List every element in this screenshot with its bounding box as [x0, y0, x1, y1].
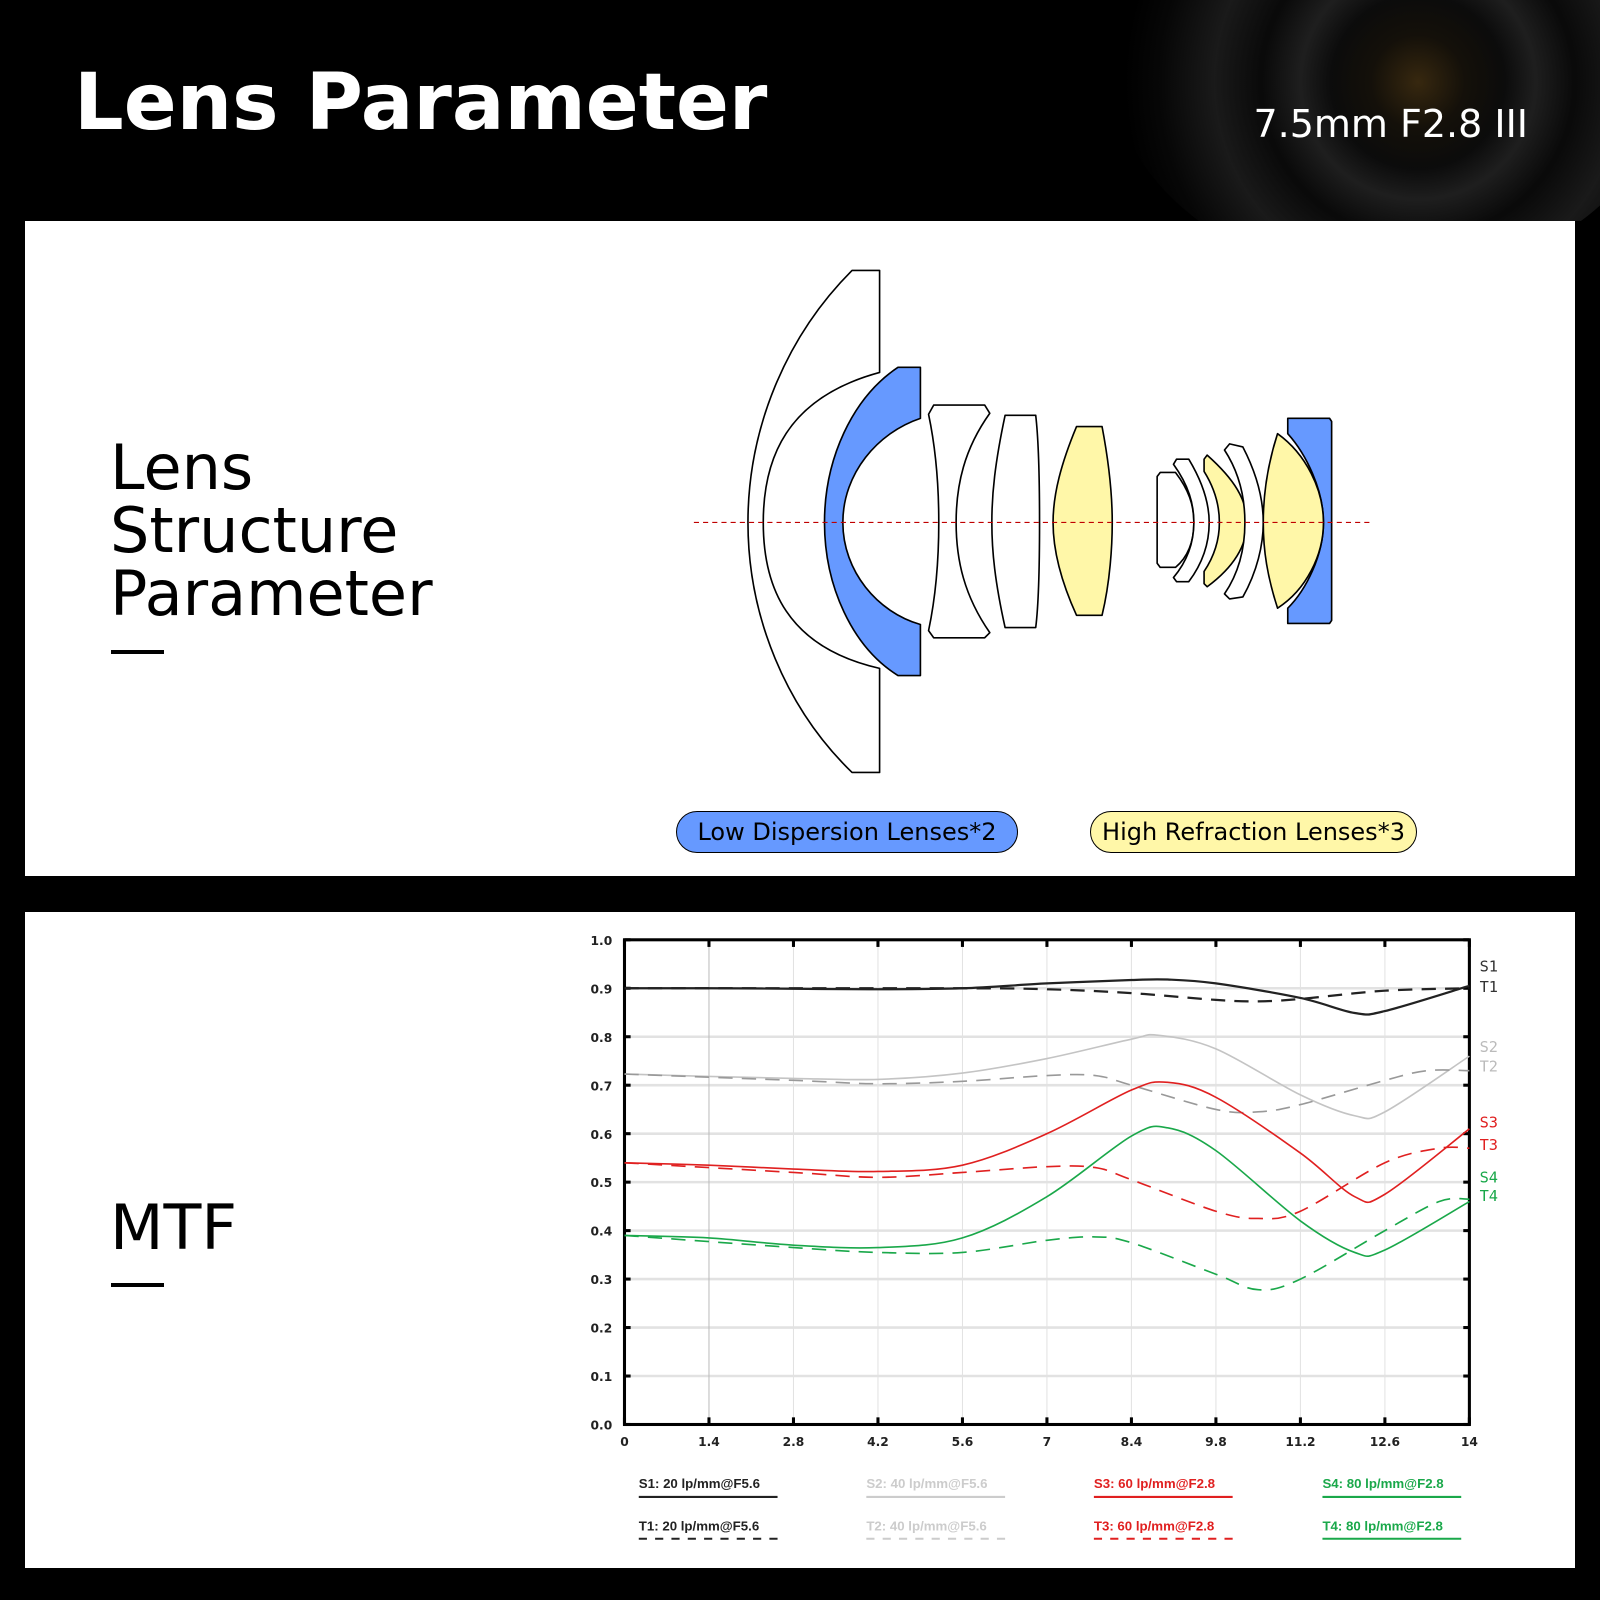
series-end-label: T1	[1480, 978, 1498, 996]
y-tick-label: 0.7	[591, 1079, 613, 1093]
x-tick-label: 14	[1461, 1435, 1478, 1449]
x-tick-label: 8.4	[1121, 1435, 1143, 1449]
lens-element-9	[1223, 443, 1265, 600]
series-line-t1	[624, 987, 1470, 1003]
y-tick-label: 0.9	[591, 982, 613, 996]
x-tick-label: 9.8	[1205, 1435, 1227, 1449]
y-tick-label: 0.2	[591, 1322, 613, 1336]
lens-element-5-high-refraction	[1052, 425, 1114, 617]
y-tick-label: 1.0	[591, 934, 613, 948]
page-title: Lens Parameter	[74, 58, 768, 148]
structure-title-line-1: Lens	[110, 431, 254, 504]
series-end-label: T4	[1480, 1187, 1498, 1205]
y-tick-label: 0.3	[591, 1273, 613, 1287]
x-tick-label: 4.2	[867, 1435, 889, 1449]
structure-underline	[111, 650, 164, 654]
legend-label-s3: S3: 60 lp/mm@F2.8	[1094, 1476, 1215, 1491]
lens-element-10-high-refraction	[1262, 432, 1325, 609]
series-end-label: S2	[1480, 1038, 1498, 1056]
series-line-s2	[624, 1033, 1470, 1120]
x-tick-label: 11.2	[1285, 1435, 1315, 1449]
x-tick-label: 12.6	[1370, 1435, 1400, 1449]
lens-element-7	[1172, 458, 1210, 583]
x-tick-label: 7	[1043, 1435, 1052, 1449]
series-line-s4	[624, 1125, 1470, 1258]
legend-label-t3: T3: 60 lp/mm@F2.8	[1094, 1519, 1214, 1534]
series-end-label: T2	[1480, 1057, 1498, 1075]
legend-label-s1: S1: 20 lp/mm@F5.6	[639, 1476, 760, 1491]
mtf-title: MTF	[110, 1191, 238, 1264]
series-end-label: S1	[1480, 957, 1498, 975]
legend-label-s4: S4: 80 lp/mm@F2.8	[1322, 1476, 1443, 1491]
lens-element-1	[747, 269, 881, 774]
legend-label-s2: S2: 40 lp/mm@F5.6	[866, 1476, 987, 1491]
x-tick-label: 5.6	[952, 1435, 974, 1449]
y-tick-label: 0.4	[591, 1225, 613, 1239]
legend-label-t2: T2: 40 lp/mm@F5.6	[866, 1519, 986, 1534]
lens-element-3	[927, 404, 991, 639]
series-line-t2	[624, 1069, 1470, 1114]
lens-element-2-low-dispersion	[823, 366, 922, 677]
lens-model: 7.5mm F2.8 III	[1253, 102, 1528, 146]
plot-frame	[622, 938, 1471, 1427]
header: Lens Parameter 7.5mm F2.8 III	[0, 0, 1600, 221]
y-tick-label: 0.1	[591, 1370, 613, 1384]
mtf-underline	[111, 1283, 164, 1287]
series-line-t4	[624, 1197, 1470, 1291]
low-dispersion-legend: Low Dispersion Lenses*2	[676, 811, 1018, 853]
structure-title-line-2: Structure	[110, 494, 399, 567]
x-tick-label: 0	[620, 1435, 629, 1449]
y-tick-label: 0.5	[591, 1176, 613, 1190]
series-end-label: T3	[1480, 1136, 1498, 1154]
y-tick-label: 0.8	[591, 1031, 613, 1045]
x-tick-label: 1.4	[698, 1435, 720, 1449]
x-tick-label: 2.8	[783, 1435, 805, 1449]
series-line-s3	[624, 1080, 1470, 1204]
series-end-label: S4	[1480, 1169, 1498, 1187]
high-refraction-legend: High Refraction Lenses*3	[1090, 811, 1417, 853]
legend-label-t4: T4: 80 lp/mm@F2.8	[1322, 1519, 1442, 1534]
y-tick-label: 0.0	[591, 1419, 613, 1433]
y-tick-label: 0.6	[591, 1128, 613, 1142]
lens-element-4	[991, 414, 1041, 629]
series-end-label: S3	[1480, 1114, 1498, 1132]
structure-title-line-3: Parameter	[110, 557, 433, 630]
lens-photo	[1110, 0, 1600, 221]
legend-label-t1: T1: 20 lp/mm@F5.6	[639, 1519, 759, 1534]
series-line-t3	[624, 1146, 1470, 1220]
